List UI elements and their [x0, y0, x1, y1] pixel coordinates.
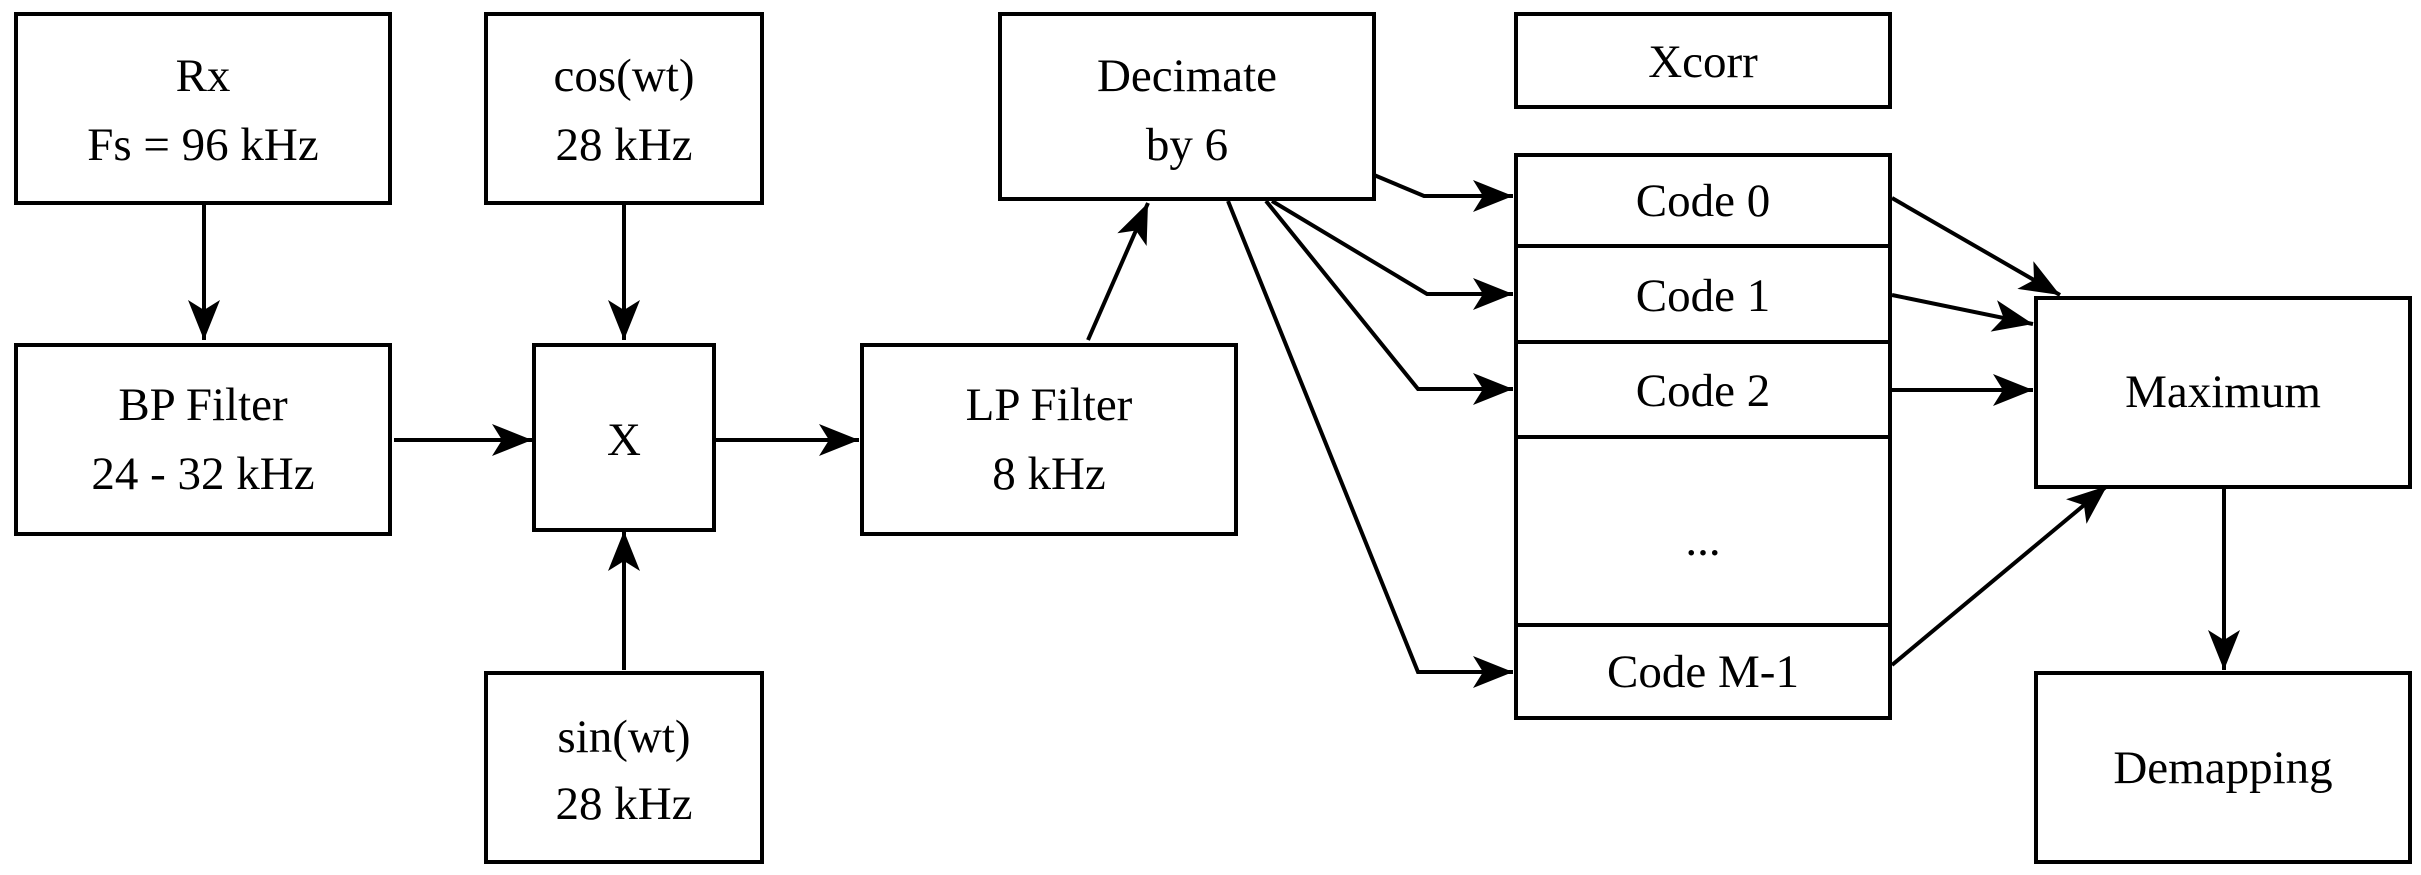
maximum-block: Maximum: [2034, 296, 2412, 489]
cos-block-line1: cos(wt): [554, 50, 695, 102]
cos-block-line2: 28 kHz: [555, 119, 692, 171]
arrow-decimate-to-code-0: [1373, 173, 1513, 212]
mixer-block: X: [532, 343, 716, 532]
arrow-code-0-to-maximum: [1890, 196, 2062, 297]
sin-block-line2: 28 kHz: [555, 778, 692, 830]
arrow-decimate-to-code-m-1: [1226, 200, 1513, 688]
demapping-label: Demapping: [2113, 742, 2332, 794]
lp-filter-block-line1: LP Filter: [966, 379, 1133, 431]
sin-block-line1: sin(wt): [557, 711, 690, 763]
cos-block: cos(wt) 28 kHz: [484, 12, 764, 205]
xcorr-header: Xcorr: [1514, 12, 1892, 109]
mixer-label: X: [607, 414, 641, 466]
xcorr-bank: Code 0 Code 1 Code 2 ... Code M-1: [1514, 153, 1892, 720]
rx-block: Rx Fs = 96 kHz: [14, 12, 392, 205]
xcorr-label: Xcorr: [1648, 36, 1758, 88]
demapping-block: Demapping: [2034, 671, 2412, 864]
arrow-code-m-1-to-maximum: [1890, 484, 2109, 667]
rx-block-line2: Fs = 96 kHz: [87, 119, 319, 171]
bp-filter-block-line2: 24 - 32 kHz: [91, 448, 314, 500]
lp-filter-block-line2: 8 kHz: [992, 448, 1106, 500]
maximum-label: Maximum: [2125, 366, 2321, 418]
arrow-lp-filter-to-decimate: [1086, 202, 1150, 341]
connections: [188, 173, 2240, 688]
decimate-block-line2: by 6: [1146, 119, 1228, 171]
code-1-label: Code 1: [1636, 270, 1770, 322]
bp-filter-block-line1: BP Filter: [118, 379, 288, 431]
decimate-block-line1: Decimate: [1097, 50, 1277, 102]
sin-block: sin(wt) 28 kHz: [484, 671, 764, 864]
lp-filter-block: LP Filter 8 kHz: [860, 343, 1238, 536]
code-0-label: Code 0: [1636, 175, 1770, 227]
code-2-label: Code 2: [1636, 365, 1770, 417]
code-m-1-label: Code M-1: [1607, 646, 1799, 698]
code-ellipsis-label: ...: [1685, 514, 1720, 566]
arrow-decimate-to-code-2: [1264, 199, 1513, 405]
arrow-code-1-to-maximum: [1891, 293, 2034, 332]
arrow-decimate-to-code-1: [1270, 199, 1513, 310]
rx-block-line1: Rx: [176, 50, 231, 102]
decimate-block: Decimate by 6: [998, 12, 1376, 201]
bp-filter-block: BP Filter 24 - 32 kHz: [14, 343, 392, 536]
